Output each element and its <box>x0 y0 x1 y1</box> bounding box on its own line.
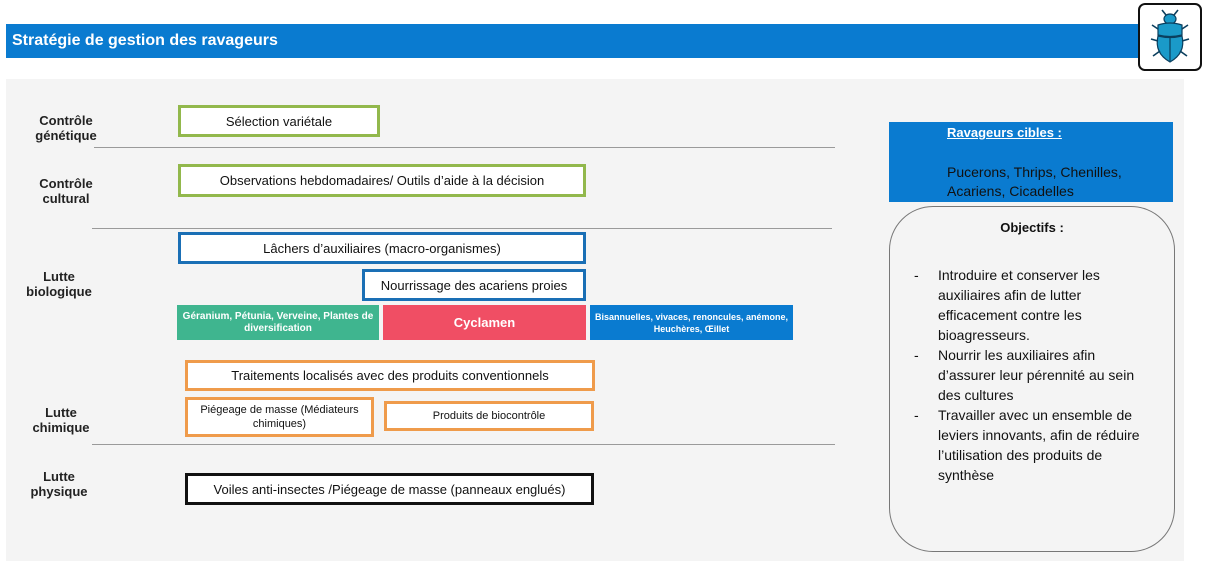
beetle-icon <box>1150 9 1190 63</box>
row-label-cultural: Contrôle cultural <box>39 176 93 206</box>
logo <box>1138 3 1202 71</box>
box-localized-treatments: Traitements localisés avec des produits … <box>185 360 595 391</box>
box-biocontrol-products: Produits de biocontrôle <box>384 401 594 431</box>
list-item: -Travailler avec un ensemble de leviers … <box>914 407 1140 483</box>
objectives-title: Objectifs : <box>1000 220 1064 235</box>
box-varietal-selection: Sélection variétale <box>178 105 380 137</box>
crop-group-geranium: Géranium, Pétunia, Verveine, Plantes de … <box>177 305 379 340</box>
objectives-list: -Introduire et conserver les auxiliaires… <box>914 265 1150 485</box>
objective-text: Travailler avec un ensemble de leviers i… <box>938 407 1140 483</box>
row-label-genetic: Contrôle génétique <box>35 113 97 143</box>
crop-group-cyclamen: Cyclamen <box>383 305 586 340</box>
box-insect-veils: Voiles anti-insectes /Piégeage de masse … <box>185 473 594 505</box>
separator-line <box>92 444 835 445</box>
row-label-chemical: Lutte chimique <box>32 405 90 435</box>
page-title: Stratégie de gestion des ravageurs <box>12 32 278 49</box>
objective-text: Nourrir les auxiliaires afin d’assurer l… <box>938 347 1135 403</box>
list-item: -Introduire et conserver les auxiliaires… <box>914 267 1100 343</box>
header-bar: Stratégie de gestion des ravageurs <box>6 24 1172 58</box>
separator-line <box>94 147 835 148</box>
box-prey-mite-feeding: Nourrissage des acariens proies <box>362 269 586 301</box>
row-label-biological: Lutte biologique <box>26 269 92 299</box>
crop-group-biennials: Bisannuelles, vivaces, renoncules, anémo… <box>590 305 793 340</box>
objective-text: Introduire et conserver les auxiliaires … <box>938 267 1100 343</box>
target-pests-title: Ravageurs cibles : <box>947 125 1062 140</box>
separator-line <box>92 228 832 229</box>
list-item: -Nourrir les auxiliaires afin d’assurer … <box>914 347 1135 403</box>
box-auxiliary-releases: Lâchers d’auxiliaires (macro-organismes) <box>178 232 586 264</box>
target-pests-box: Ravageurs cibles : Pucerons, Thrips, Che… <box>889 122 1173 202</box>
target-pests-list: Pucerons, Thrips, Chenilles, Acariens, C… <box>947 164 1122 199</box>
row-label-physical: Lutte physique <box>30 469 88 499</box>
box-weekly-observations: Observations hebdomadaires/ Outils d’aid… <box>178 164 586 197</box>
box-mass-trapping: Piégeage de masse (Médiateurs chimiques) <box>185 397 374 437</box>
objectives-box: Objectifs : -Introduire et conserver les… <box>889 206 1175 552</box>
